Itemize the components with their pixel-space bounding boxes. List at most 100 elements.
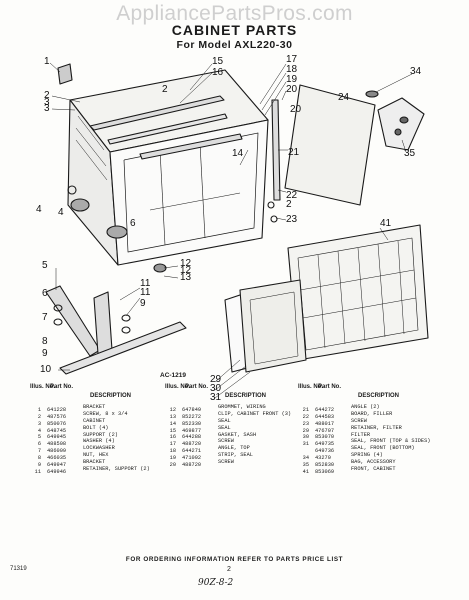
figure-code: AC-1219 (160, 372, 187, 379)
part-description: SCREW, 8 x 3/4 (83, 410, 128, 417)
header-description: DESCRIPTION (225, 393, 267, 399)
part-description: RETAINER, FILTER (351, 424, 402, 431)
part-description: CLIP, CABINET FRONT (3) (218, 410, 292, 417)
parts-list-header: Illus. No. Part No. DESCRIPTION (165, 382, 305, 404)
illus-number: 11 (34, 468, 41, 475)
callout-number: 2 (44, 90, 50, 101)
part-description: SEAL (218, 424, 231, 431)
illus-number: 2 (37, 413, 41, 420)
part-description: BRACKET (83, 459, 106, 466)
illus-number: 14 (169, 420, 176, 427)
parts-list-column-2: Illus. No. Part No. DESCRIPTION 12 647849… (165, 382, 305, 469)
illus-number: 12 (169, 406, 176, 413)
parts-list-row: 5 649945 SUPPORT (2) (30, 431, 170, 441)
part-description: BOARD, FILLER (351, 410, 393, 417)
part-description: SUPPORT (2) (83, 431, 118, 438)
callout-number: 18 (286, 64, 298, 75)
part-number: 43270 (315, 455, 331, 462)
part-description: SEAL, FRONT (TOP & SIDES) (351, 438, 431, 445)
part-description: GASKET, SASH (218, 431, 257, 438)
callout-number: 16 (212, 67, 224, 78)
part-number: 649945 (47, 434, 67, 441)
cabinet-drawing (67, 69, 269, 266)
header-illus-no: Illus. No. (30, 384, 56, 390)
illus-number: 34 (302, 455, 309, 462)
illus-number: 5 (37, 434, 41, 441)
callout-number: 9 (140, 298, 146, 309)
callout-number: 23 (286, 214, 298, 225)
part-number: 647849 (182, 406, 202, 413)
callout-number: 6 (130, 218, 136, 229)
callout-number: 13 (180, 272, 192, 283)
part-description: RETAINER, SUPPORT (2) (83, 466, 150, 473)
part-description: LOCKWASHER (83, 445, 115, 452)
callout-number: 19 (286, 74, 298, 85)
part-number: 644271 (182, 448, 202, 455)
illus-number: 35 (302, 462, 309, 469)
illus-number: 1 (37, 406, 41, 413)
callout-number: 29 (210, 374, 222, 385)
callout-number: 3 (44, 103, 50, 114)
callout-number: 11 (140, 287, 151, 298)
part-description: ANGLE (2) (351, 404, 380, 410)
ordering-footer: FOR ORDERING INFORMATION REFER TO PARTS … (125, 556, 344, 563)
part-description: SEAL (218, 417, 231, 424)
part-number: 476707 (315, 427, 335, 434)
callout-number: 9 (42, 348, 48, 359)
illus-number: 18 (169, 448, 176, 455)
illus-number: 30 (302, 434, 309, 441)
header-part-no: Part No. (50, 384, 74, 390)
part-number: 852830 (315, 462, 335, 469)
callout-number: 4 (58, 207, 64, 218)
part-number: 641228 (47, 406, 67, 413)
part-description: NUT, HEX (83, 452, 109, 459)
callout-number: 3 (44, 97, 50, 108)
part-number: 466035 (47, 455, 67, 462)
part-description: SCREW (351, 417, 367, 424)
callout-number: 8 (42, 336, 48, 347)
part-description: GROMMET, WIRING (218, 404, 266, 410)
illus-number: 9 (37, 462, 41, 469)
callout-number: 14 (232, 148, 244, 159)
part-number: 488720 (182, 462, 202, 469)
illus-number: 7 (37, 448, 41, 455)
part-description: BOLT (4) (83, 424, 109, 431)
parts-list-row: 12 647849 GROMMET, WIRING (165, 404, 305, 413)
callout-number: 1 (44, 56, 50, 67)
callout-number: 21 (288, 147, 300, 158)
parts-list-row: 35 852830 BAG, ACCESSORY (298, 459, 438, 469)
callout-number: 20 (286, 84, 298, 95)
header-part-no: Part No. (318, 384, 342, 390)
part-description: BAG, ACCESSORY (351, 459, 396, 466)
parts-list-row: 15 469877 SEAL (165, 424, 305, 434)
callout-number: 5 (42, 260, 48, 271)
callout-number: 24 (338, 92, 350, 103)
part-number: 487576 (47, 413, 67, 420)
part-number: 649736 (315, 448, 335, 455)
document-number: 71319 (10, 566, 27, 572)
illus-number: 15 (169, 427, 176, 434)
parts-list-header: Illus. No. Part No. DESCRIPTION (298, 382, 438, 404)
header-description: DESCRIPTION (358, 393, 400, 399)
callout-number: 11 (140, 278, 151, 289)
callout-number: 17 (286, 54, 298, 65)
part-description: BRACKET (83, 404, 106, 410)
illus-number: 29 (302, 427, 309, 434)
callout-number: 20 (290, 104, 302, 115)
callout-number: 2 (286, 199, 292, 210)
part-number: 469877 (182, 427, 202, 434)
callout-number: 12 (180, 265, 192, 276)
part-description: FILTER (351, 431, 371, 438)
